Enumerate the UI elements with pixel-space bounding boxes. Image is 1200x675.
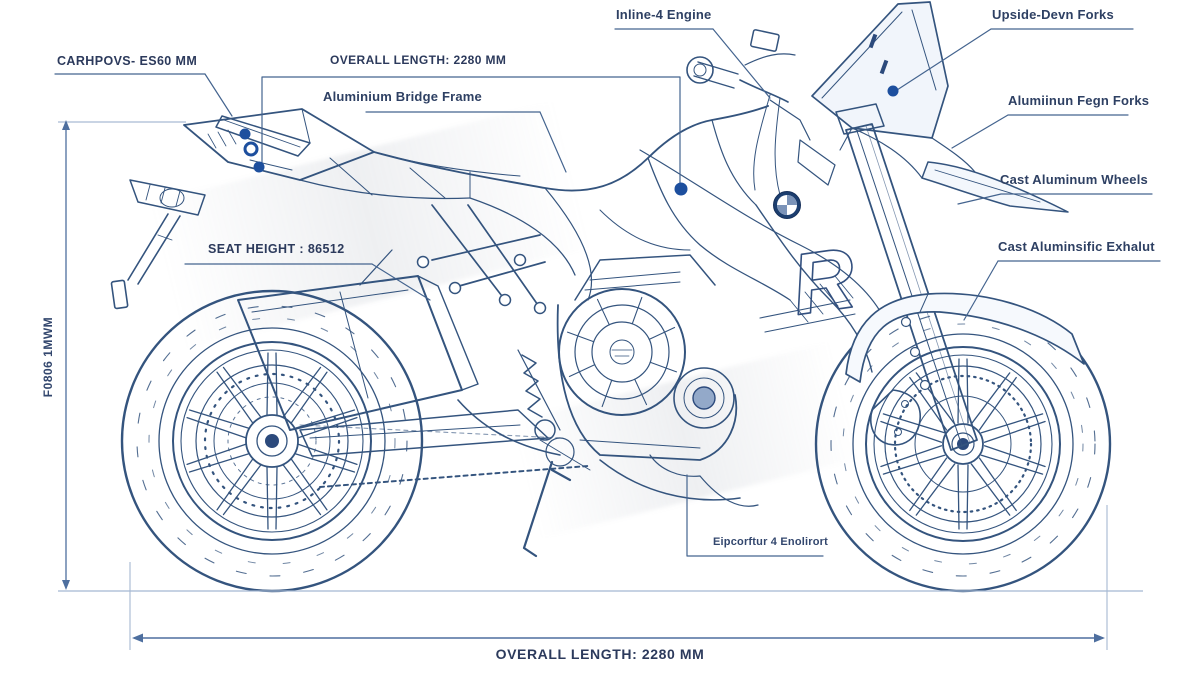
tail-section — [110, 108, 375, 310]
leader-dots — [239, 85, 899, 196]
front-fender — [845, 127, 1085, 383]
label-height-dimension-vertical: F0806 1MWM — [41, 316, 55, 398]
label-cast-aluminum-wheels: Cast Aluminum Wheels — [1000, 172, 1148, 187]
swingarm — [299, 409, 589, 488]
label-overall-length-bottom: OVERALL LENGTH: 2280 MM — [495, 646, 705, 662]
label-inline4-engine: Inline-4 Engine — [616, 7, 712, 22]
exhaust-muffler — [237, 249, 561, 456]
rear-shock — [517, 349, 561, 431]
bmw-roundel — [773, 191, 801, 219]
seat-tank-body — [299, 105, 886, 321]
label-seat-height: SEAT HEIGHT : 86512 — [208, 242, 345, 256]
leader-lines — [54, 28, 1161, 557]
label-engine-callout-bottom: Eipcorftur 4 Enolirort — [713, 536, 829, 548]
kickstand — [522, 460, 572, 558]
frame-trellis — [416, 204, 547, 315]
dimension-lines — [58, 120, 1143, 650]
engine — [539, 254, 759, 507]
windscreen — [811, 1, 949, 151]
front-forks — [835, 103, 978, 451]
fairing-letter-r: R — [786, 230, 861, 334]
label-aluminium-front-forks: Alumiinun Fegn Forks — [1008, 93, 1150, 108]
label-overall-length-top: OVERALL LENGTH: 2280 MM — [330, 53, 507, 67]
rear-wheel — [120, 289, 424, 593]
handlebar-cluster — [686, 29, 836, 196]
label-aluminium-bridge-frame: Aluminium Bridge Frame — [323, 89, 482, 104]
label-upside-down-forks: Upside-Devn Forks — [992, 7, 1114, 22]
label-cast-aluminum-exhaust: Cast Aluminsific Exhalut — [998, 239, 1155, 254]
label-rear-dimension: CARHPOVS- ES60 MM — [57, 54, 198, 68]
